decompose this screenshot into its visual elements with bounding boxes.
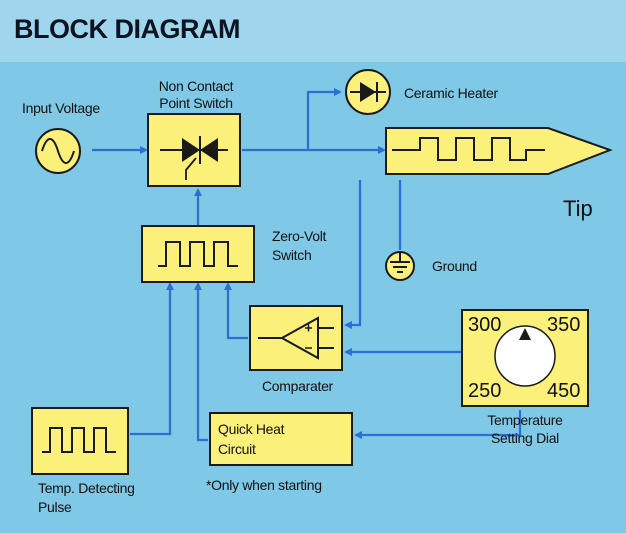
dial-value-350: 350	[547, 314, 581, 336]
quick-heat-label-line2: Circuit	[218, 441, 256, 457]
header-band	[0, 0, 626, 62]
temp-dial-label-line2: Setting Dial	[491, 430, 559, 446]
tip-label: Tip	[563, 196, 593, 221]
temp-pulse-label-line2: Pulse	[38, 499, 72, 515]
zero-volt-label-line1: Zero-Volt	[272, 228, 327, 244]
temp-pulse-label-line1: Temp. Detecting	[38, 480, 135, 496]
comparator	[249, 305, 343, 371]
connection-lines	[92, 88, 522, 442]
dial-value-250: 250	[468, 380, 502, 402]
quick-heat-label-line1: Quick Heat	[218, 421, 285, 437]
switch-label-line1: Non Contact	[158, 78, 234, 94]
zero-volt-switch	[141, 225, 255, 283]
line-comparator-to-zero-volt	[224, 282, 248, 340]
non-contact-point-switch	[147, 113, 241, 187]
line-quick-heat-to-zero-volt	[194, 282, 208, 442]
line-pulse-to-zero-volt	[130, 282, 174, 436]
comparator-label: Comparater	[262, 378, 333, 394]
quick-heat-note: *Only when starting	[206, 477, 322, 493]
ceramic-heater-symbol	[345, 69, 391, 115]
soldering-tip	[385, 127, 613, 175]
input-voltage-label: Input Voltage	[22, 100, 100, 116]
dial-value-450: 450	[547, 380, 581, 402]
input-voltage-source	[35, 128, 81, 174]
temperature-setting-dial	[461, 309, 589, 407]
ground-label: Ground	[432, 258, 477, 274]
quick-heat-circuit	[209, 412, 353, 466]
ground-symbol	[385, 251, 415, 281]
ceramic-heater-label: Ceramic Heater	[404, 85, 498, 101]
zero-volt-label-line2: Switch	[272, 247, 312, 263]
dial-value-300: 300	[468, 314, 502, 336]
temp-dial-label-line1: Temperature	[487, 412, 563, 428]
switch-label-line2: Point Switch	[159, 95, 233, 111]
line-dial-to-quick-heat	[354, 410, 522, 439]
line-tip-to-comparator	[344, 180, 362, 329]
diagram-title: BLOCK DIAGRAM	[14, 14, 240, 44]
temp-detecting-pulse	[31, 407, 129, 475]
line-to-ceramic-heater	[306, 88, 342, 150]
